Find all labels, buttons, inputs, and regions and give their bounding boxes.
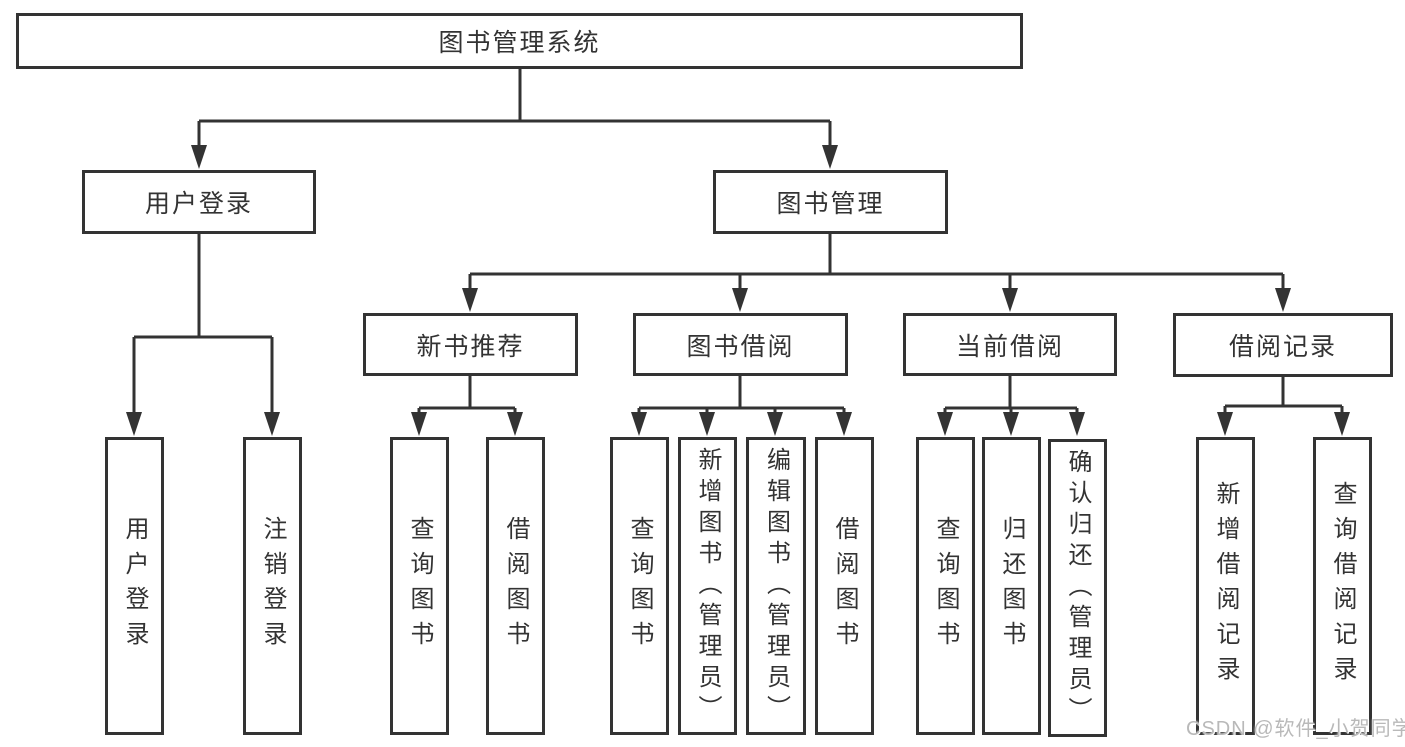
leaf-bookborrow-borrow-book: 借阅图书 [815, 437, 874, 735]
connector-bookborrow-to-leaves [637, 373, 846, 419]
leaf-edit-book-admin-label: 编辑图书（管理员） [762, 446, 790, 726]
node-borrow-record: 借阅记录 [1173, 313, 1393, 377]
leaf-currentborrow-query-book: 查询图书 [916, 437, 975, 735]
leaf-newbook-query-book-label: 查询图书 [406, 516, 433, 656]
leaf-user-login-label: 用户登录 [121, 516, 148, 656]
leaf-user-login: 用户登录 [105, 437, 164, 735]
leaf-add-book-admin-label: 新增图书（管理员） [694, 446, 721, 726]
leaf-add-book-admin: 新增图书（管理员） [678, 437, 737, 735]
node-current-borrow: 当前借阅 [903, 313, 1117, 376]
node-borrow-record-label: 借阅记录 [1228, 333, 1337, 361]
node-user-login-label: 用户登录 [144, 190, 253, 218]
connector-newbook-to-leaves [417, 373, 517, 419]
leaf-newbook-borrow-book-label: 借阅图书 [502, 516, 529, 656]
leaf-query-borrow-record-label: 查询借阅记录 [1329, 481, 1356, 691]
node-new-book-recommend: 新书推荐 [363, 313, 578, 376]
leaf-logout-login: 注销登录 [243, 437, 302, 735]
node-new-book-recommend-label: 新书推荐 [416, 332, 525, 361]
leaf-query-borrow-record: 查询借阅记录 [1313, 437, 1372, 735]
leaf-bookborrow-query-book: 查询图书 [610, 437, 669, 735]
leaf-newbook-borrow-book: 借阅图书 [486, 437, 545, 735]
node-current-borrow-label: 当前借阅 [955, 332, 1064, 361]
leaf-edit-book-admin: 编辑图书（管理员） [746, 437, 806, 735]
node-root: 图书管理系统 [16, 13, 1023, 69]
connector-borrowrecord-to-leaves [1223, 374, 1344, 419]
leaf-currentborrow-query-book-label: 查询图书 [932, 516, 959, 656]
node-book-management-label: 图书管理 [776, 190, 885, 218]
connector-currentborrow-to-leaves [943, 373, 1079, 419]
node-book-borrow-label: 图书借阅 [686, 332, 795, 361]
leaf-confirm-return-admin-label: 确认归还（管理员） [1064, 448, 1091, 728]
connector-root-to-level2 [197, 66, 832, 152]
node-book-management: 图书管理 [713, 170, 948, 234]
leaf-confirm-return-admin: 确认归还（管理员） [1048, 439, 1107, 737]
leaf-bookborrow-borrow-book-label: 借阅图书 [831, 516, 858, 656]
connector-userlogin-to-leaves [132, 231, 274, 419]
leaf-return-book: 归还图书 [982, 437, 1041, 735]
leaf-bookborrow-query-book-label: 查询图书 [626, 516, 653, 656]
leaf-return-book-label: 归还图书 [998, 516, 1025, 656]
leaf-add-borrow-record-label: 新增借阅记录 [1212, 481, 1239, 691]
connector-bookmgmt-to-level3 [468, 231, 1285, 296]
leaf-newbook-query-book: 查询图书 [390, 437, 449, 735]
node-root-label: 图书管理系统 [438, 29, 601, 57]
node-user-login: 用户登录 [82, 170, 316, 234]
leaf-logout-login-label: 注销登录 [259, 516, 286, 656]
csdn-watermark: CSDN @软件_小贺同学 [1186, 718, 1405, 740]
leaf-add-borrow-record: 新增借阅记录 [1196, 437, 1255, 735]
node-book-borrow: 图书借阅 [633, 313, 848, 376]
